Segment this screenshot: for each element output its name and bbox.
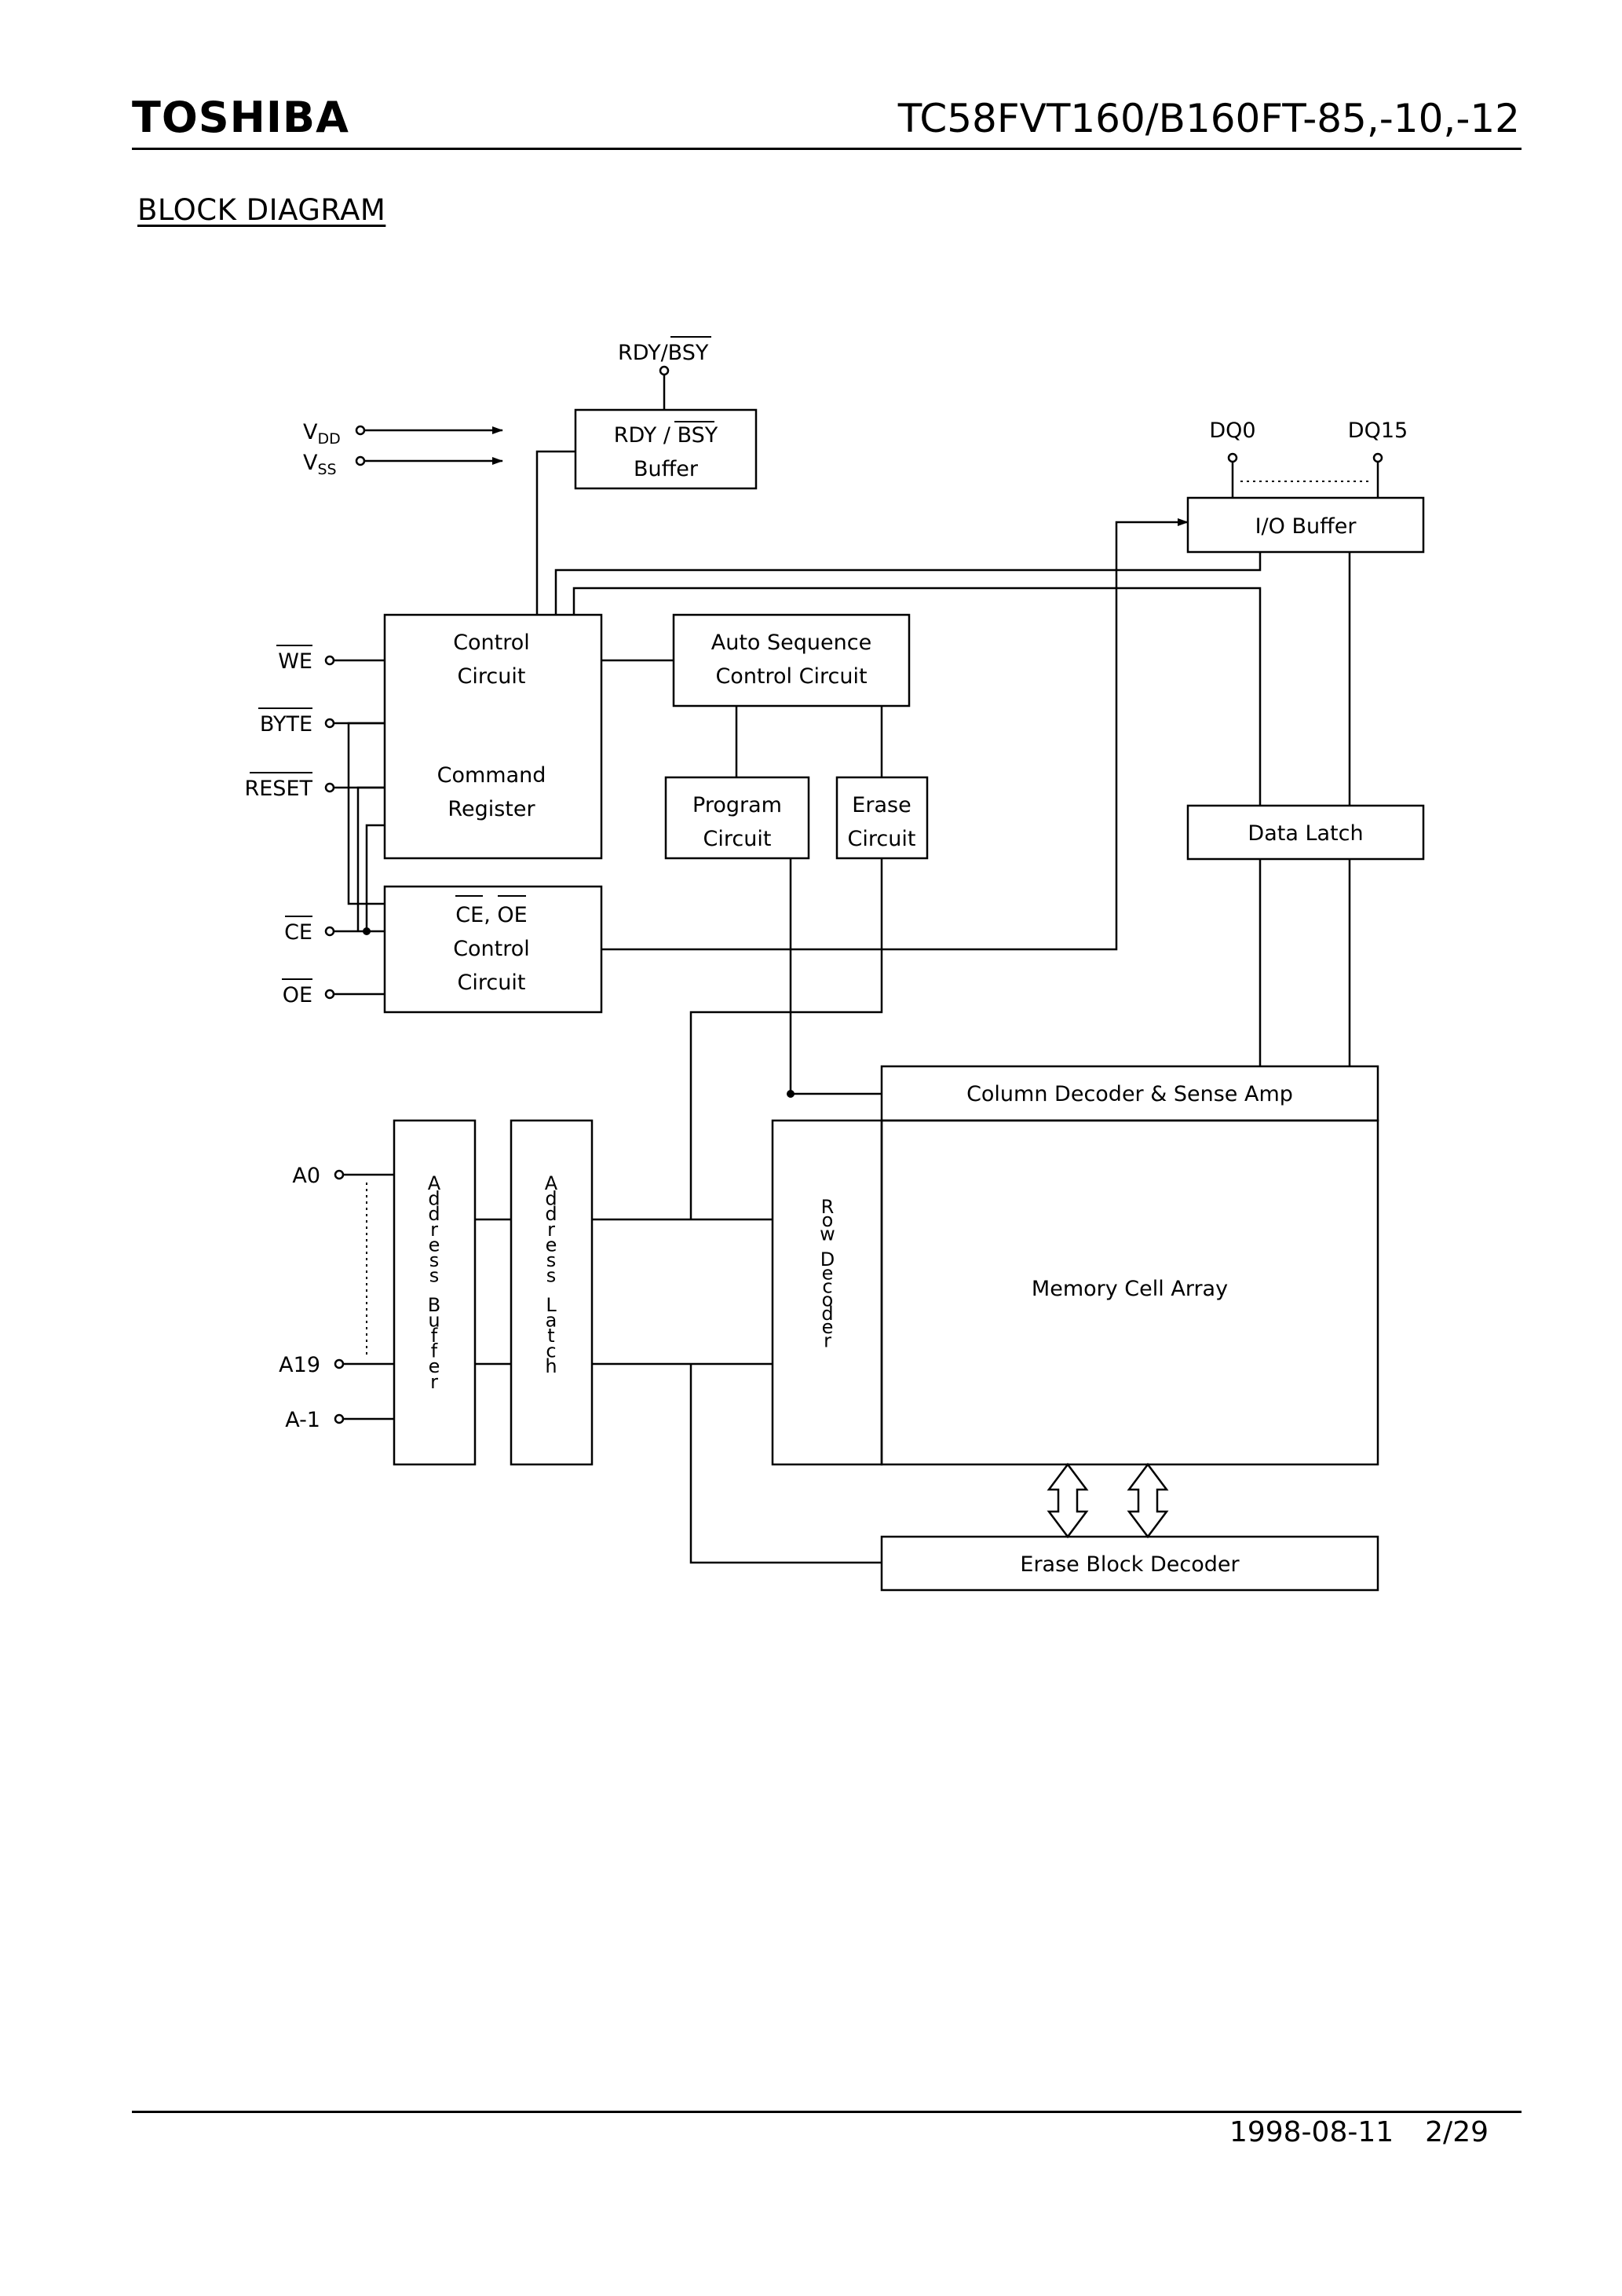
- erase-label-2: Circuit: [848, 827, 916, 851]
- auto-seq-label-1: Auto Sequence: [711, 631, 871, 655]
- vertical-label-glyph: L: [546, 1294, 557, 1316]
- ceoe-label-3: Circuit: [458, 971, 526, 995]
- vertical-label-glyph: e: [822, 1262, 834, 1284]
- command-label-1: Command: [437, 763, 546, 788]
- ce-pin-label: CE: [284, 920, 312, 945]
- vertical-label-glyph: A: [428, 1172, 441, 1194]
- vertical-label-glyph: h: [545, 1355, 557, 1377]
- vertical-label-glyph: f: [431, 1340, 438, 1362]
- vertical-label-glyph: s: [429, 1265, 440, 1287]
- byte-pin-label: BYTE: [260, 712, 312, 737]
- footer-page: 2/29: [1425, 2116, 1489, 2148]
- vertical-label-glyph: B: [428, 1294, 440, 1316]
- vertical-label-glyph: r: [430, 1219, 438, 1241]
- io-buffer-label: I/O Buffer: [1255, 514, 1357, 539]
- vertical-label-glyph: d: [428, 1203, 440, 1225]
- vertical-label-glyph: o: [822, 1289, 834, 1311]
- memory-array-label: Memory Cell Array: [1032, 1277, 1228, 1301]
- vertical-label-glyph: o: [822, 1209, 834, 1231]
- part-number: TC58FVT160/B160FT-85,-10,-12: [897, 96, 1520, 141]
- vertical-label-glyph: d: [428, 1188, 440, 1210]
- vertical-label-glyph: a: [546, 1309, 557, 1331]
- footer-rule: [132, 2111, 1522, 2113]
- a0-pin-label: A0: [292, 1164, 320, 1188]
- program-label-2: Circuit: [703, 827, 772, 851]
- pin-terminals: [324, 365, 1383, 1424]
- vertical-label-glyph: s: [546, 1249, 557, 1271]
- vertical-label-glyph: e: [822, 1316, 834, 1338]
- control-circuit-box: [383, 613, 603, 860]
- vertical-label-glyph: f: [431, 1325, 438, 1347]
- control-label-1: Control: [453, 631, 530, 655]
- erase-block-decoder-label: Erase Block Decoder: [1020, 1552, 1240, 1577]
- row-decoder-box: [771, 1119, 883, 1466]
- command-label-2: Register: [448, 797, 535, 821]
- vertical-label-glyph: u: [428, 1309, 440, 1331]
- erase-label-1: Erase: [852, 793, 911, 817]
- vertical-label-glyph: d: [821, 1303, 833, 1325]
- rdy-buffer-label-1: RDY / BSY: [614, 423, 718, 448]
- oe-pin-label: OE: [283, 983, 312, 1007]
- vdd-pin-label: VDD: [303, 420, 341, 448]
- toshiba-logo: TOSHIBA: [132, 93, 349, 142]
- vertical-label-glyph: e: [429, 1234, 440, 1256]
- vertical-label-glyph: A: [545, 1172, 558, 1194]
- vertical-label-glyph: s: [546, 1265, 557, 1287]
- data-latch-label: Data Latch: [1248, 821, 1363, 846]
- footer-date: 1998-08-11: [1229, 2116, 1394, 2148]
- vertical-label-glyph: s: [429, 1249, 440, 1271]
- vss-pin-label: VSS: [303, 451, 337, 478]
- vertical-label-glyph: d: [545, 1188, 557, 1210]
- we-pin-label: WE: [278, 649, 312, 674]
- dq15-pin-label: DQ15: [1348, 419, 1408, 443]
- a-minus1-pin-label: A-1: [285, 1408, 320, 1432]
- section-title: BLOCK DIAGRAM: [137, 193, 386, 227]
- vertical-label-glyph: c: [822, 1275, 832, 1297]
- data-latch-box: [1186, 804, 1425, 861]
- vertical-label-glyph: r: [547, 1219, 555, 1241]
- vertical-label-glyph: c: [546, 1340, 556, 1362]
- vertical-label-glyph: d: [545, 1203, 557, 1225]
- vertical-label-glyph: t: [547, 1325, 554, 1347]
- ceoe-label-1: CE, OE: [455, 903, 527, 927]
- reset-pin-label: RESET: [244, 777, 312, 801]
- vertical-label-glyph: w: [820, 1223, 835, 1245]
- header-rule: [132, 148, 1522, 150]
- vertical-label-glyph: e: [429, 1355, 440, 1377]
- overbars: [250, 336, 714, 980]
- a19-pin-label: A19: [279, 1353, 320, 1377]
- vertical-label-glyph: e: [546, 1234, 557, 1256]
- rdy-bsy-pin-label: RDY/BSY: [618, 341, 709, 365]
- vertical-label-glyph: r: [824, 1329, 831, 1351]
- ceoe-label-2: Control: [453, 937, 530, 961]
- rdy-bsy-buffer-box: [574, 408, 758, 490]
- program-label-1: Program: [692, 793, 782, 817]
- rdy-buffer-label-2: Buffer: [634, 457, 699, 481]
- column-decoder-label: Column Decoder & Sense Amp: [966, 1082, 1293, 1106]
- junction-dots: [363, 927, 795, 1098]
- vertical-label-glyph: R: [821, 1196, 835, 1218]
- address-buffer-box: [393, 1119, 477, 1466]
- auto-sequence-box: [672, 613, 911, 707]
- signal-wires: [334, 375, 1379, 1564]
- address-latch-box: [510, 1119, 594, 1466]
- control-label-2: Circuit: [458, 664, 526, 689]
- footer: 1998-08-11 2/29: [1229, 2116, 1489, 2148]
- vertical-label-glyph: D: [820, 1249, 835, 1270]
- dq0-pin-label: DQ0: [1209, 419, 1255, 443]
- vertical-label-glyph: r: [430, 1371, 438, 1393]
- auto-seq-label-2: Control Circuit: [715, 664, 867, 689]
